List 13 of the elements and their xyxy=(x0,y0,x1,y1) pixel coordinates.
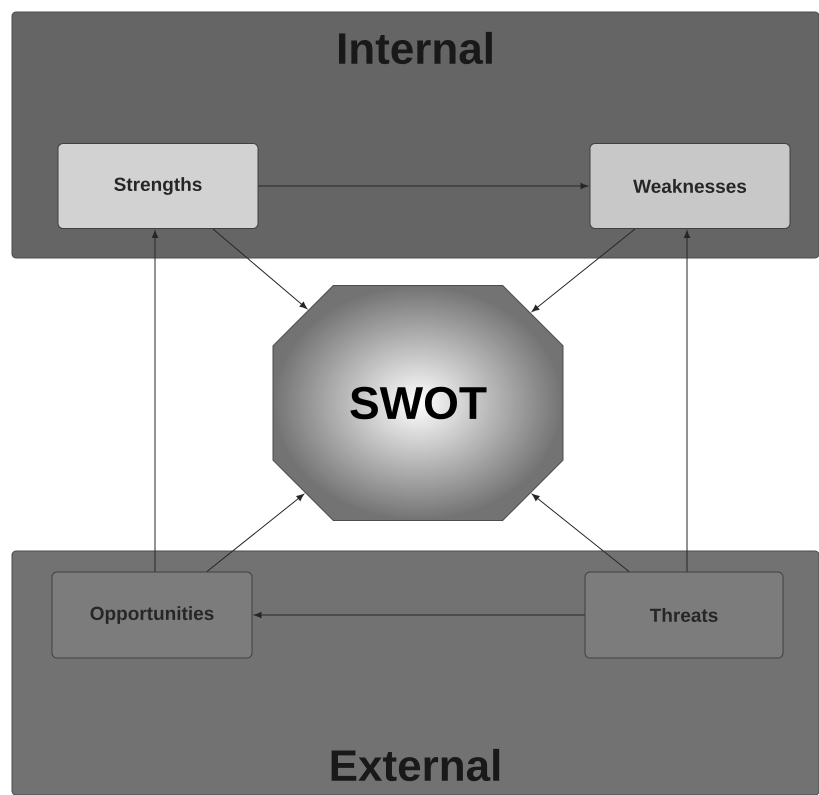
arrow xyxy=(212,228,308,310)
process-box: Threats xyxy=(584,572,784,658)
octagon: SWOT xyxy=(272,285,564,521)
arrow xyxy=(532,228,636,312)
process-box: Opportunities xyxy=(52,572,252,658)
arrow xyxy=(684,230,690,572)
arrow xyxy=(152,230,158,572)
arrow xyxy=(206,494,304,572)
arrow xyxy=(254,612,585,618)
process-box: Strengths xyxy=(58,143,258,229)
arrow xyxy=(532,494,630,572)
arrow xyxy=(258,182,588,190)
process-box: Weaknesses xyxy=(590,143,790,229)
